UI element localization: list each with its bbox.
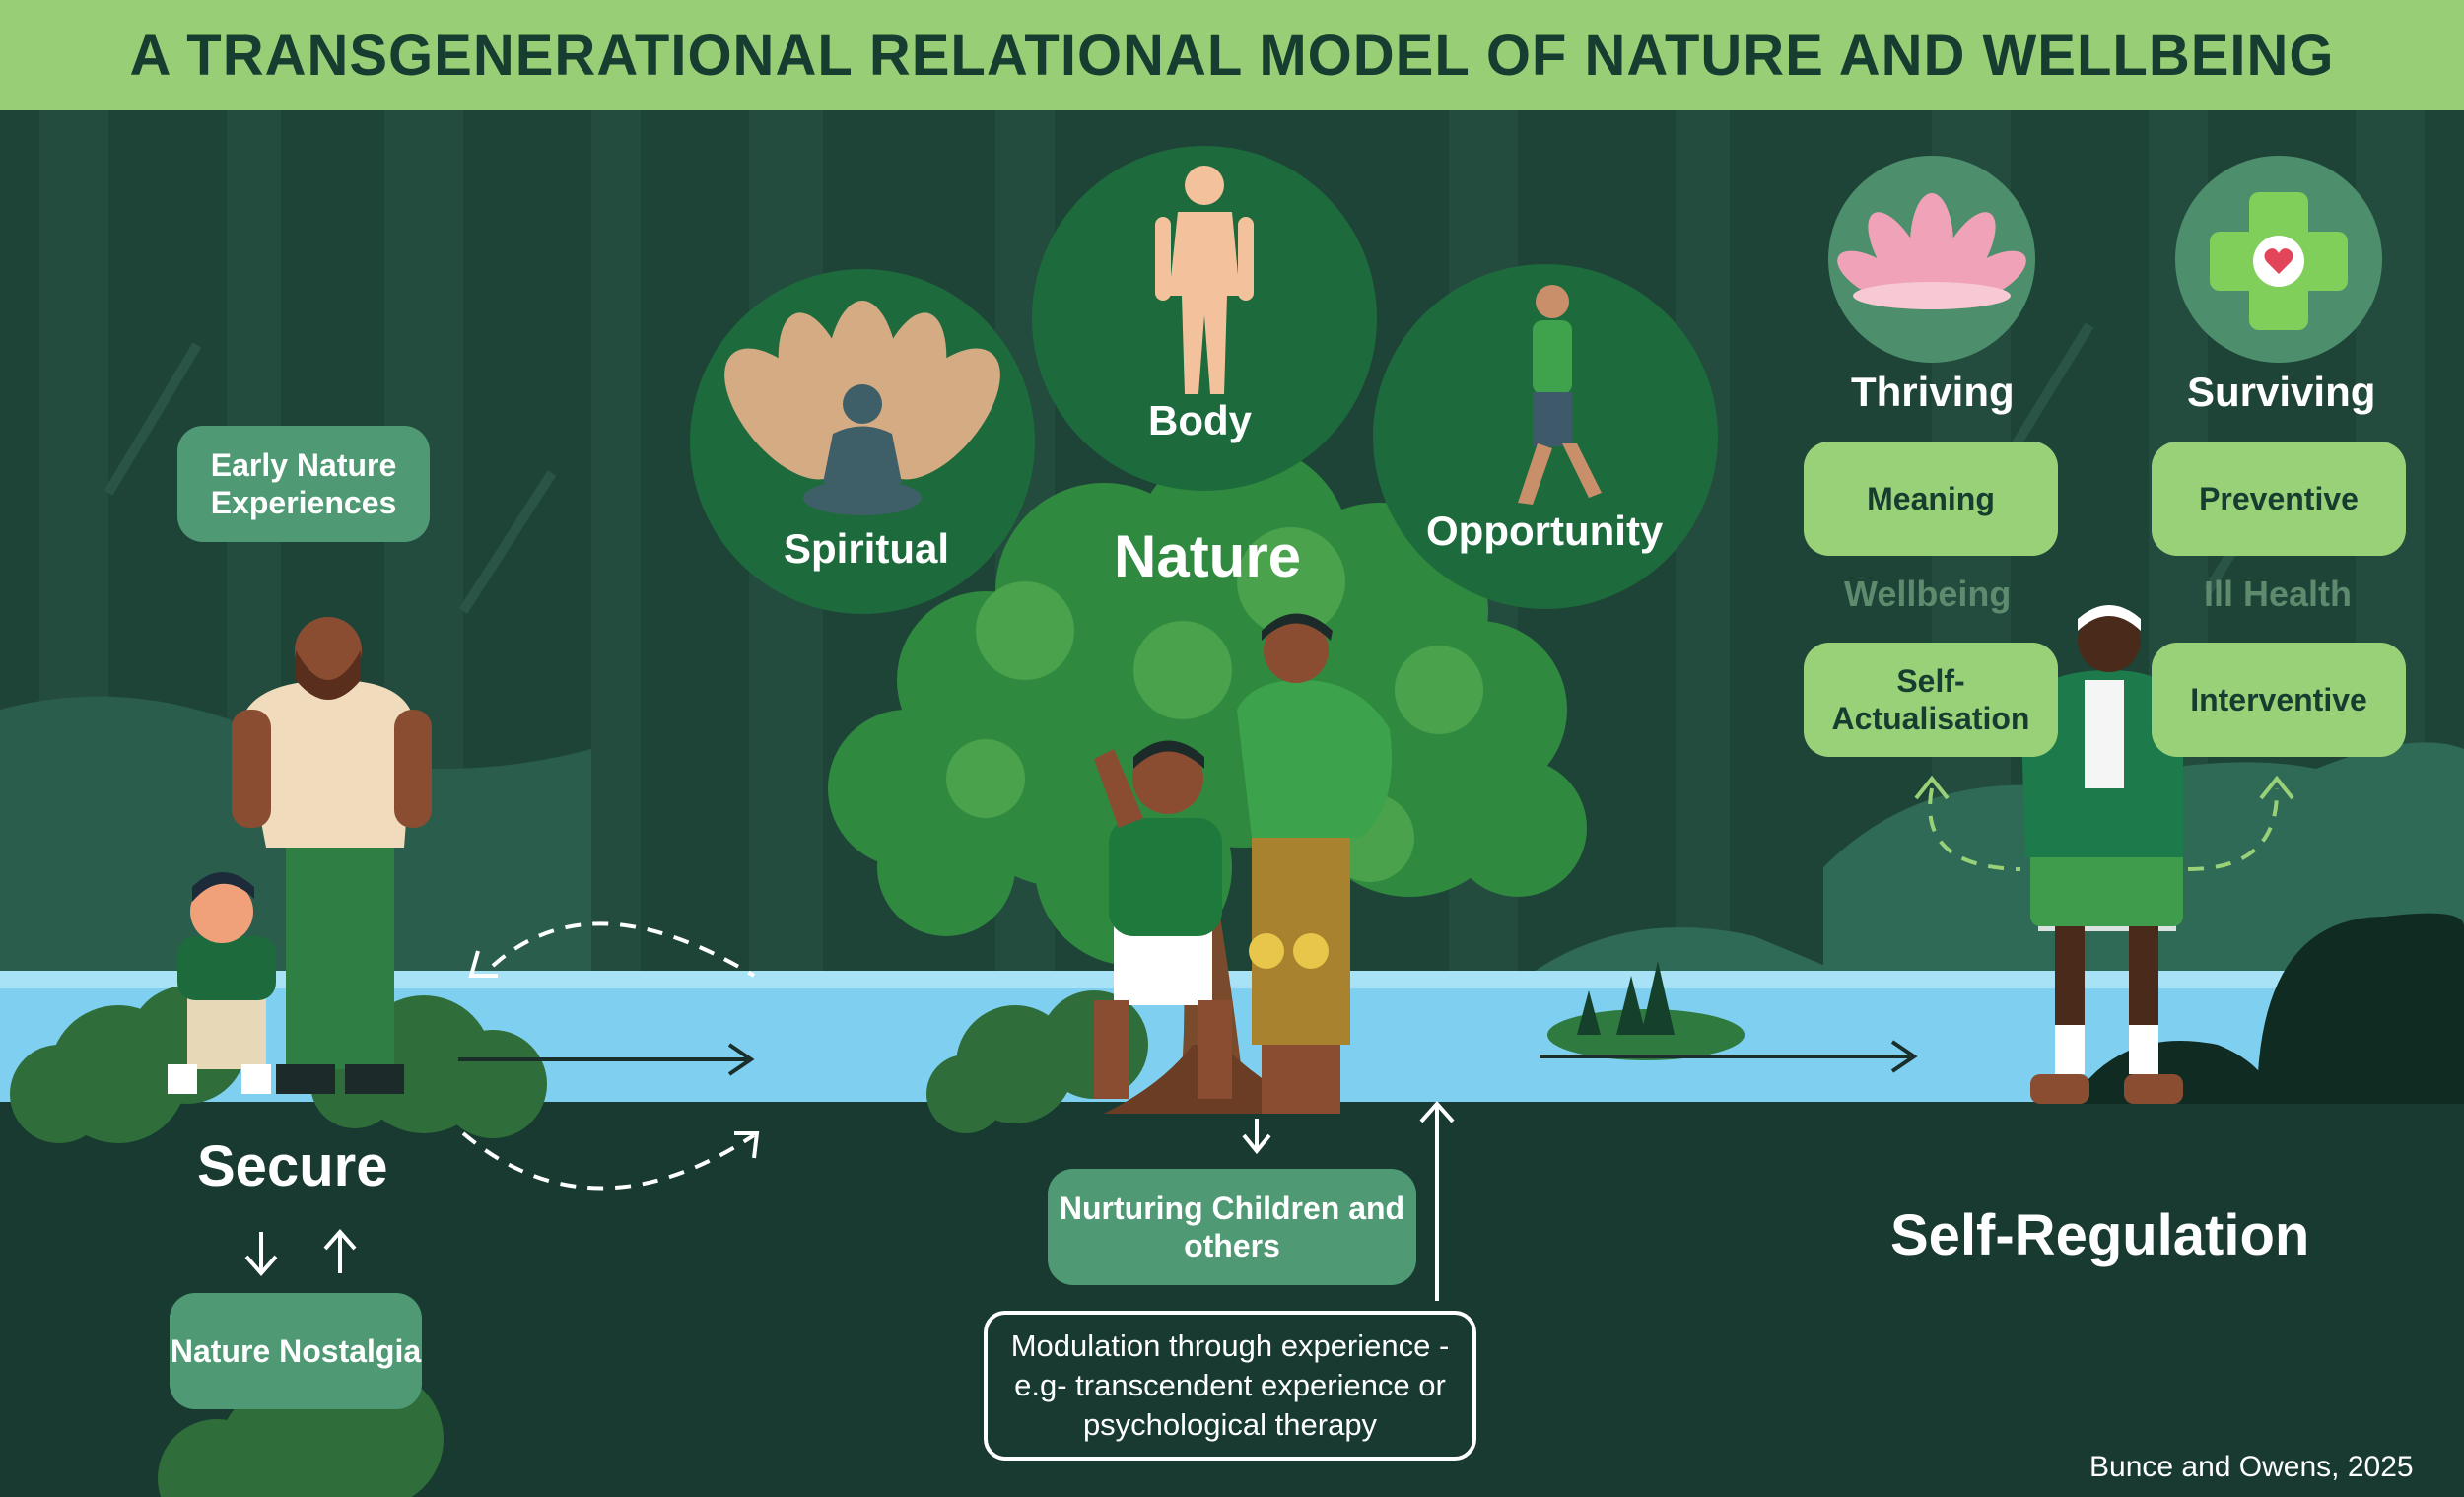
self-actualisation-text: Self-Actualisation <box>1831 662 2030 736</box>
nature-label: Nature <box>1114 523 1302 589</box>
surviving-label: Surviving <box>2187 369 2376 415</box>
meaning-text: Meaning <box>1867 480 1995 516</box>
human-body-icon <box>1155 166 1254 394</box>
nurturing-children-box: Nurturing Children and others <box>1048 1169 1416 1285</box>
modulation-box: Modulation through experience - e.g- tra… <box>984 1311 1476 1461</box>
interventive-text: Interventive <box>2190 681 2367 717</box>
citation: Bunce and Owens, 2025 <box>2089 1451 2414 1483</box>
secure-label: Secure <box>197 1134 388 1198</box>
meditating-figure-icon <box>803 384 922 515</box>
preventive-box: Preventive <box>2152 442 2406 556</box>
opportunity-label: Opportunity <box>1426 508 1664 554</box>
nature-nostalgia-box: Nature Nostalgia <box>170 1293 422 1409</box>
body-circle <box>1032 146 1377 491</box>
meaning-box: Meaning <box>1804 442 2058 556</box>
self-actualisation-box: Self-Actualisation <box>1804 643 2058 757</box>
early-nature-experiences-box: Early Nature Experiences <box>177 426 430 542</box>
nature-nostalgia-text: Nature Nostalgia <box>170 1332 422 1369</box>
title-banner: A TRANSGENERATIONAL RELATIONAL MODEL OF … <box>0 0 2464 110</box>
body-label: Body <box>1148 397 1252 443</box>
lotus-icon <box>1837 193 2026 309</box>
walking-person-icon <box>1518 285 1602 505</box>
nurturing-children-text: Nurturing Children and others <box>1059 1190 1405 1263</box>
spiritual-label: Spiritual <box>784 525 950 572</box>
preventive-text: Preventive <box>2199 480 2359 516</box>
modulation-text: Modulation through experience - e.g- tra… <box>1010 1327 1450 1443</box>
self-regulation-label: Self-Regulation <box>1890 1203 2310 1267</box>
early-nature-experiences-text: Early Nature Experiences <box>210 446 397 520</box>
wellbeing-label: Wellbeing <box>1844 574 2012 614</box>
medical-cross-icon <box>2210 192 2348 330</box>
thriving-label: Thriving <box>1851 369 2015 415</box>
diagram-title: A TRANSGENERATIONAL RELATIONAL MODEL OF … <box>129 23 2335 88</box>
interventive-box: Interventive <box>2152 643 2406 757</box>
ill-health-label: Ill Health <box>2204 574 2353 614</box>
